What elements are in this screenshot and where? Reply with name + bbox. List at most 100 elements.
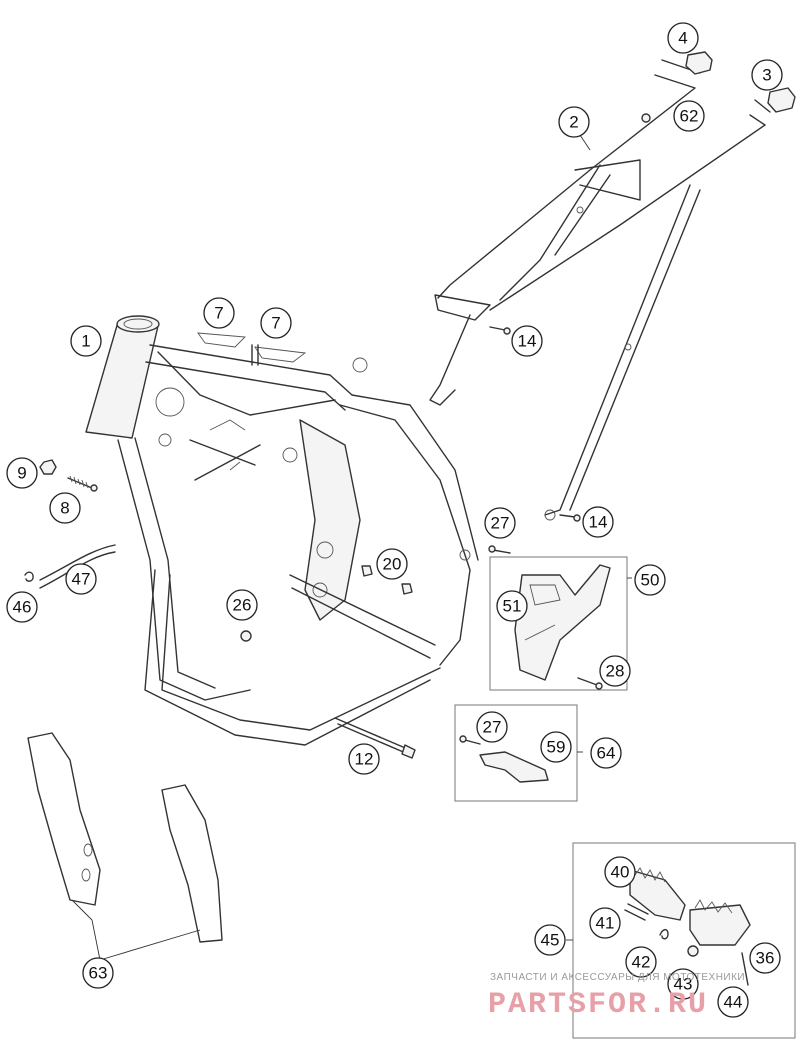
- callout-44: 44: [717, 986, 749, 1018]
- svg-text:3: 3: [762, 66, 771, 85]
- bolt-14-upper: [489, 326, 506, 331]
- pin-41: [624, 903, 649, 921]
- callout-7a: 7: [203, 297, 235, 329]
- callout-20: 20: [376, 548, 408, 580]
- hose-47: [39, 544, 116, 581]
- svg-text:14: 14: [589, 513, 608, 532]
- callout-4: 4: [667, 22, 699, 54]
- washer-43: [687, 945, 699, 957]
- callout-41: 41: [589, 907, 621, 939]
- svg-text:9: 9: [17, 464, 26, 483]
- frame-stud: [251, 344, 259, 366]
- svg-text:26: 26: [233, 596, 252, 615]
- plate-7a: [197, 332, 247, 348]
- svg-text:40: 40: [611, 863, 630, 882]
- bolt-14-lower: [559, 514, 576, 518]
- svg-text:42: 42: [632, 953, 651, 972]
- callout-47: 47: [65, 563, 97, 595]
- callout-45: 45: [534, 924, 566, 956]
- callout-26: 26: [226, 589, 258, 621]
- clip-46: [24, 571, 34, 582]
- spring-42: [659, 928, 669, 940]
- callout-50: 50: [634, 564, 666, 596]
- svg-text:27: 27: [483, 718, 502, 737]
- nut-9: [39, 459, 57, 475]
- callout-51: 51: [496, 590, 528, 622]
- bolt-27b: [464, 739, 481, 745]
- svg-text:14: 14: [518, 332, 537, 351]
- callout-3: 3: [751, 59, 783, 91]
- svg-text:63: 63: [89, 964, 108, 983]
- main-frame: [85, 315, 479, 746]
- callout-64: 64: [590, 737, 622, 769]
- frame-protector-left: [27, 732, 101, 906]
- bolt-27a: [492, 549, 511, 554]
- svg-text:4: 4: [678, 29, 687, 48]
- callout-27a: 27: [484, 507, 516, 539]
- svg-text:28: 28: [606, 662, 625, 681]
- callout-9: 9: [6, 457, 38, 489]
- svg-text:50: 50: [641, 571, 660, 590]
- svg-text:47: 47: [72, 570, 91, 589]
- callout-28: 28: [599, 655, 631, 687]
- nut-20b: [401, 583, 413, 595]
- svg-text:41: 41: [596, 914, 615, 933]
- callout-8: 8: [49, 492, 81, 524]
- svg-text:27: 27: [491, 514, 510, 533]
- svg-text:62: 62: [680, 107, 699, 126]
- svg-text:7: 7: [271, 314, 280, 333]
- callout-2: 2: [558, 106, 590, 138]
- watermark: ЗАПЧАСТИ И АКСЕССУАРЫ ДЛЯ МОТОТЕХНИКИ PA…: [488, 972, 745, 1022]
- group-box-45: [572, 842, 796, 1039]
- svg-text:8: 8: [60, 499, 69, 518]
- bolt-8: [67, 477, 93, 489]
- group-box-50: [489, 556, 628, 691]
- svg-text:59: 59: [547, 738, 566, 757]
- end-cap-3: [767, 87, 796, 113]
- svg-text:12: 12: [355, 750, 374, 769]
- nut-62: [641, 113, 651, 123]
- svg-text:20: 20: [383, 555, 402, 574]
- callout-7b: 7: [260, 307, 292, 339]
- callout-59: 59: [540, 731, 572, 763]
- callout-14a: 14: [511, 325, 543, 357]
- nut-20a: [361, 565, 373, 577]
- bolt-28: [577, 677, 598, 686]
- svg-text:43: 43: [674, 975, 693, 994]
- svg-text:1: 1: [81, 332, 90, 351]
- chain-slider-59: [479, 751, 549, 783]
- callout-43: 43: [667, 968, 699, 1000]
- footrest-40: [629, 869, 686, 921]
- svg-text:2: 2: [569, 113, 578, 132]
- plate-7b: [254, 346, 307, 363]
- svg-text:46: 46: [13, 598, 32, 617]
- bolt-12: [334, 717, 411, 751]
- end-cap-4: [685, 51, 713, 75]
- chain-guide-50: [514, 564, 611, 681]
- callout-1: 1: [70, 325, 102, 357]
- svg-text:PARTSFOR.RU: PARTSFOR.RU: [488, 988, 708, 1022]
- split-pin-44: [741, 952, 749, 986]
- callout-63: 63: [82, 957, 114, 989]
- callout-46: 46: [6, 591, 38, 623]
- callout-14b: 14: [582, 506, 614, 538]
- footrest-36: [689, 904, 751, 946]
- washer-26: [240, 630, 252, 642]
- svg-text:36: 36: [756, 949, 775, 968]
- svg-text:7: 7: [214, 304, 223, 323]
- callout-62: 62: [673, 100, 705, 132]
- callout-36: 36: [749, 942, 781, 974]
- group-box-64: [454, 704, 578, 802]
- subframe: [429, 59, 771, 521]
- callout-42: 42: [625, 946, 657, 978]
- svg-text:44: 44: [724, 993, 743, 1012]
- svg-text:ЗАПЧАСТИ И АКСЕССУАРЫ ДЛЯ МОТО: ЗАПЧАСТИ И АКСЕССУАРЫ ДЛЯ МОТОТЕХНИКИ: [490, 972, 745, 983]
- svg-text:64: 64: [597, 744, 616, 763]
- callout-12: 12: [348, 743, 380, 775]
- callout-40: 40: [604, 856, 636, 888]
- svg-text:45: 45: [541, 931, 560, 950]
- svg-text:51: 51: [503, 597, 522, 616]
- frame-protector-right: [161, 784, 223, 943]
- callout-27b: 27: [476, 711, 508, 743]
